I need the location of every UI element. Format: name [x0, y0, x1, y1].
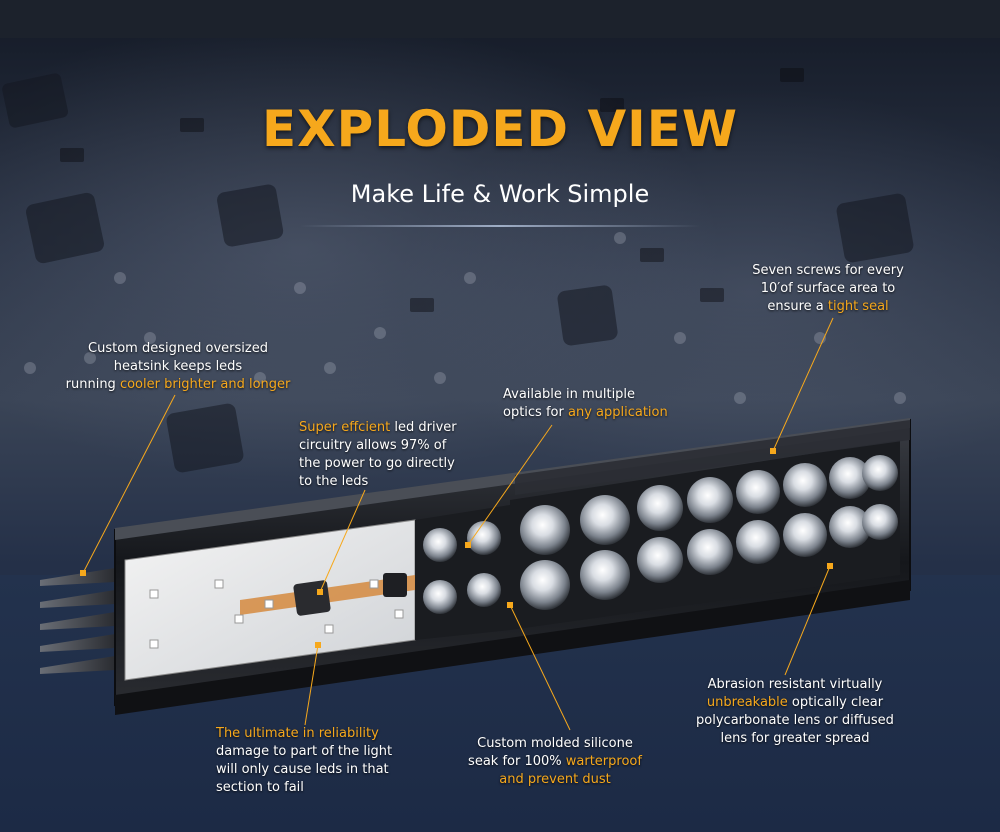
callout-text: to the leds	[299, 474, 369, 489]
callout-highlight: unbreakable	[706, 695, 788, 710]
heatsink-fins	[40, 568, 115, 674]
callout-lens: Abrasion resistant virtually unbreakable…	[680, 676, 910, 748]
callout-text: Custom designed oversized	[88, 341, 268, 356]
callout-highlight: cooler brighter and longer	[119, 377, 291, 392]
callout-text: seak for 100%	[468, 754, 566, 769]
callout-screws: Seven screws for every 10′of surface are…	[728, 262, 928, 316]
callout-text: section to fail	[216, 780, 304, 795]
callout-heatsink: Custom designed oversized heatsink keeps…	[48, 340, 308, 394]
inductor	[383, 573, 407, 597]
top-bar	[0, 0, 1000, 38]
callout-text: polycarbonate lens or diffused	[696, 713, 894, 728]
callout-driver: Super effcient led driver circuitry allo…	[299, 419, 499, 491]
callout-highlight: Super effcient	[299, 420, 391, 435]
callout-text: led driver	[390, 420, 457, 435]
callout-reliability: The ultimate in reliability damage to pa…	[216, 725, 416, 797]
callout-text: damage to part of the light	[216, 744, 393, 759]
callout-text: Available in multiple	[503, 387, 636, 402]
page-title: EXPLODED VIEW	[261, 100, 739, 158]
pcb-leds	[149, 579, 404, 649]
callout-text: will only cause leds in that	[216, 762, 389, 777]
callout-text: 10′of surface area to	[760, 281, 896, 296]
driver-chip	[293, 580, 331, 616]
callout-text: optically clear	[787, 695, 884, 710]
title-divider	[300, 225, 700, 227]
callout-text: circuitry allows 97% of	[299, 438, 447, 453]
callout-text: lens for greater spread	[720, 731, 870, 746]
callout-highlight: any application	[567, 405, 668, 420]
callout-silicone: Custom molded silicone seak for 100% war…	[455, 735, 655, 789]
callout-text: ensure a	[767, 299, 828, 314]
callout-text: the power to go directly	[299, 456, 455, 471]
callout-text: optics for	[503, 405, 568, 420]
callout-highlight: and prevent dust	[499, 772, 611, 787]
callout-text: Abrasion resistant virtually	[707, 677, 883, 692]
callout-text: heatsink keeps leds	[113, 359, 243, 374]
lens-module-small	[415, 505, 510, 640]
callout-text: running	[65, 377, 120, 392]
pcb-background	[2, 68, 914, 473]
callout-text: Seven screws for every	[752, 263, 904, 278]
callout-text: Custom molded silicone	[477, 736, 633, 751]
callout-highlight: tight seal	[827, 299, 889, 314]
callout-optics: Available in multiple optics for any app…	[503, 386, 703, 422]
callout-highlight: warterproof	[565, 754, 642, 769]
callout-highlight: The ultimate in reliability	[216, 726, 379, 741]
page-subtitle: Make Life & Work Simple	[350, 180, 650, 208]
